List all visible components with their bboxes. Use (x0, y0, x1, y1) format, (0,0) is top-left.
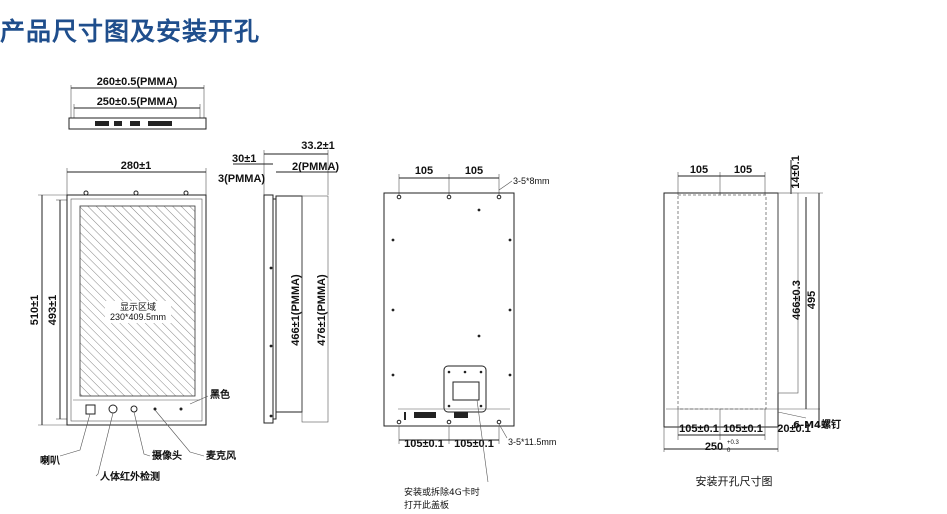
top-view: 260±0.5(PMMA) 250±0.5(PMMA) (68, 76, 207, 130)
front-height-inner: 493±1 (47, 295, 59, 326)
cutout-view: 105 105 14±0.1 466±0.3 495 105±0.1 105±0… (663, 155, 841, 488)
indicator-dot (179, 407, 183, 411)
port-block (414, 412, 436, 418)
display-area-size: 230*409.5mm (110, 312, 166, 322)
back-bottom-holes: 3-5*11.5mm (508, 437, 556, 447)
side-pmma-left: 3(PMMA) (218, 173, 265, 185)
back-bottom-spacing-1: 105±0.1 (404, 438, 444, 450)
side-back (301, 195, 329, 423)
cutout-inner-dashed (677, 194, 767, 410)
side-pmma-right: 2(PMMA) (292, 161, 339, 173)
port-block (95, 121, 109, 126)
back-top-spacing-1: 105 (415, 165, 433, 177)
back-top-spacing-2: 105 (465, 165, 483, 177)
top-dim-inner: 250±0.5(PMMA) (97, 96, 178, 108)
cut-height-inner: 466±0.3 (791, 280, 803, 320)
pir-sensor-icon (108, 404, 118, 414)
side-panel-front (263, 194, 274, 424)
mount-hole (183, 190, 189, 196)
color-label: 黑色 (210, 388, 230, 401)
callout-camera: 摄像头 (152, 449, 182, 462)
side-view: 33.2±1 30±1 3(PMMA) 2(PMMA) 466±1(PMMA) … (218, 140, 339, 424)
top-view-body (68, 117, 207, 130)
top-dim-outer: 260±0.5(PMMA) (97, 76, 178, 88)
speaker-icon (85, 404, 96, 415)
side-depth-body: 30±1 (232, 153, 256, 165)
cutout-outline (663, 192, 779, 428)
callout-speaker: 喇叭 (40, 454, 60, 467)
cutout-caption: 安装开孔尺寸图 (696, 474, 773, 488)
front-width-dim: 280±1 (121, 160, 152, 172)
back-top-holes: 3-5*8mm (513, 176, 550, 186)
port-block (148, 121, 172, 126)
port-block (114, 121, 122, 126)
cutout-side-strip (777, 192, 799, 394)
callout-pir: 人体红外检测 (100, 470, 160, 483)
port-block (454, 412, 468, 418)
cover-note-line2: 打开此盖板 (404, 499, 449, 511)
cut-top-spacing-1: 105 (690, 164, 708, 176)
cut-height-outer: 495 (806, 291, 818, 309)
camera-icon (130, 405, 138, 413)
front-height-outer: 510±1 (29, 295, 41, 326)
callout-microphone: 麦克风 (206, 449, 236, 462)
cut-screws: 6-M4螺钉 (793, 418, 841, 431)
back-view: 105 105 3-5*8mm 105±0.1 1 (383, 165, 556, 511)
side-depth-total: 33.2±1 (301, 140, 335, 152)
cut-width-tol: +0.3 (727, 440, 740, 446)
front-view: 280±1 510±1 493±1 显示区域 230*409.5mm 黑色 喇叭… (29, 160, 236, 483)
display-label-bg (105, 301, 171, 323)
front-bezel (70, 198, 203, 422)
mount-hole (133, 190, 139, 196)
cut-bottom-spacing-1: 105±0.1 (679, 423, 719, 435)
cover-slot (452, 381, 480, 401)
cut-top-offset: 14±0.1 (790, 155, 802, 189)
microphone-icon (153, 407, 157, 411)
back-bottom-spacing-2: 105±0.1 (454, 438, 494, 450)
cut-top-spacing-2: 105 (734, 164, 752, 176)
cut-width-tol-low: 0 (727, 448, 731, 454)
cut-bottom-spacing-2: 105±0.1 (723, 423, 763, 435)
mount-hole (83, 190, 89, 196)
page-title: 产品尺寸图及安装开孔 (0, 17, 261, 46)
side-height-b: 476±1(PMMA) (316, 274, 328, 346)
cut-width: 250 (705, 441, 723, 453)
side-height-a: 466±1(PMMA) (290, 274, 302, 346)
cut-bottom-offset: 20±0.1 (777, 423, 811, 435)
port-block (130, 121, 140, 126)
cover-note-line1: 安装或拆除4G卡时 (404, 486, 480, 498)
display-area-label: 显示区域 (120, 301, 156, 313)
back-panel (383, 192, 515, 427)
